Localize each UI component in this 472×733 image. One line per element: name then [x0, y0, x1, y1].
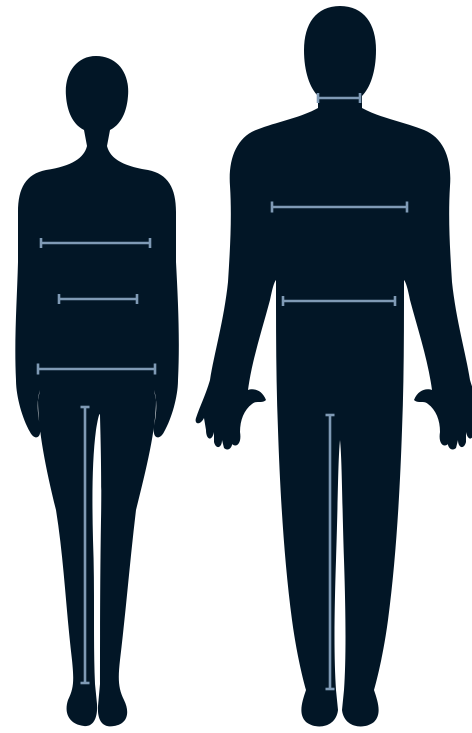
male-silhouette: [196, 6, 472, 726]
male-figure: [196, 6, 472, 726]
female-silhouette: [15, 56, 179, 726]
female-figure: [15, 56, 179, 726]
